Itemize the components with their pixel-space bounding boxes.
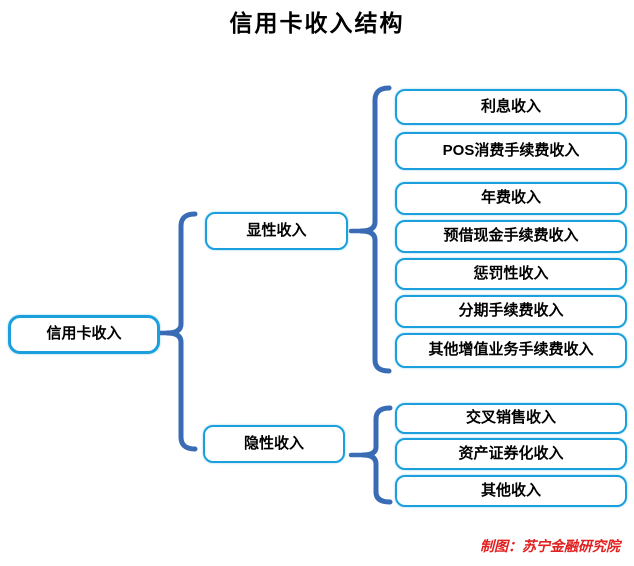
node-label: 其他增值业务手续费收入 xyxy=(428,341,594,359)
credit-text: 制图：苏宁金融研究院 xyxy=(480,538,620,554)
node-label: 交叉销售收入 xyxy=(465,409,556,427)
node-label: 分期手续费收入 xyxy=(458,302,564,320)
diagram-title: 信用卡收入结构 xyxy=(229,10,405,36)
brace-implicit-to-leaves xyxy=(360,405,393,505)
node-implicit-income: 隐性收入 xyxy=(203,425,345,463)
leaf-annual-fee-income: 年费收入 xyxy=(395,182,627,215)
leaf-cross-selling-income: 交叉销售收入 xyxy=(395,403,627,434)
leaf-interest-income: 利息收入 xyxy=(395,89,627,125)
leaf-cash-advance-fee-income: 预借现金手续费收入 xyxy=(395,220,627,253)
node-label: 利息收入 xyxy=(480,97,541,115)
node-label: POS消费手续费收入 xyxy=(442,141,580,159)
leaf-installment-fee-income: 分期手续费收入 xyxy=(395,295,627,328)
leaf-asset-securitization-income: 资产证券化收入 xyxy=(395,438,627,470)
node-label: 预借现金手续费收入 xyxy=(443,227,579,245)
node-label: 信用卡收入 xyxy=(46,325,122,343)
node-label: 年费收入 xyxy=(480,189,541,207)
node-label: 显性收入 xyxy=(246,221,307,239)
leaf-other-income: 其他收入 xyxy=(395,475,627,507)
leaf-other-value-added-fee-income: 其他增值业务手续费收入 xyxy=(395,333,627,368)
node-label: 隐性收入 xyxy=(243,434,304,452)
brace-explicit-to-leaves xyxy=(358,85,392,374)
node-credit-card-income: 信用卡收入 xyxy=(8,315,160,354)
leaf-pos-fee-income: POS消费手续费收入 xyxy=(395,132,627,170)
node-label: 其他收入 xyxy=(480,481,541,499)
node-label: 惩罚性收入 xyxy=(473,264,549,282)
node-label: 资产证券化收入 xyxy=(458,444,564,462)
brace-root-to-branches xyxy=(164,211,198,452)
leaf-penalty-income: 惩罚性收入 xyxy=(395,258,627,290)
node-explicit-income: 显性收入 xyxy=(205,212,348,250)
